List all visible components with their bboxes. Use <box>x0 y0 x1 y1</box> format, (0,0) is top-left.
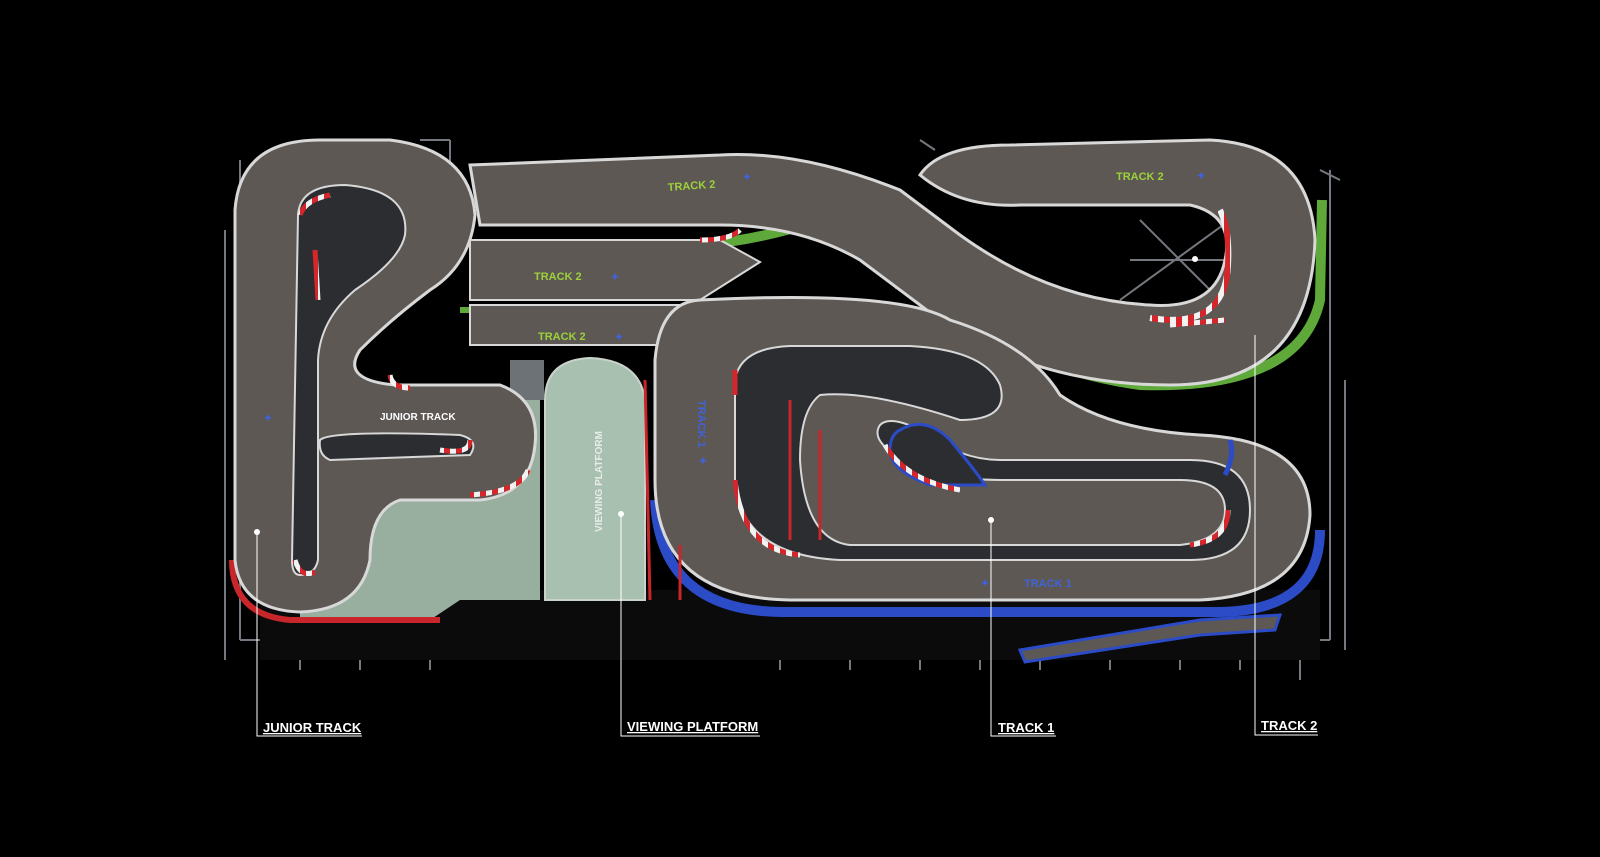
track-2-kerb <box>1149 208 1232 323</box>
viewing-platform-label: VIEWING PLATFORM <box>594 431 605 532</box>
track-1-kerb-5 <box>1169 317 1226 328</box>
track-2-leader <box>1254 335 1318 736</box>
junior-track-kerb <box>297 192 331 216</box>
junior-track-kerb-6 <box>469 468 531 498</box>
in-image-labels: TRACK 2 TRACK 2 TRACK 2 TRACK 2 JUNIOR T… <box>380 171 1164 590</box>
track-1-callout: TRACK 1 <box>998 720 1054 735</box>
track-2-label-mid: TRACK 2 <box>534 271 582 283</box>
track-1-edge-2 <box>1222 439 1235 477</box>
junior-track-infield <box>290 183 407 577</box>
track-2-dot <box>1192 256 1198 262</box>
kart-icon: ✦ <box>614 330 624 344</box>
red-poles <box>678 400 822 600</box>
junior-track-kerb-4 <box>439 439 473 454</box>
kart-icon: ✦ <box>980 576 990 590</box>
track-1-infield <box>734 345 1252 561</box>
kart-icon: ✦ <box>1196 169 1206 183</box>
track-2-surface <box>468 138 1317 387</box>
kart-icon: ✦ <box>742 170 752 184</box>
junior-track-infield-2 <box>318 432 475 462</box>
track-2-label-top: TRACK 2 <box>667 179 715 194</box>
track-2-callout: TRACK 2 <box>1261 718 1317 733</box>
junior-track-leader <box>256 532 362 737</box>
track-1-kerb-3 <box>882 443 961 493</box>
viewing-platform-callout: VIEWING PLATFORM <box>627 719 758 734</box>
track-1-leader <box>990 520 1056 737</box>
kart-icon: ✦ <box>263 411 273 425</box>
track-2-label-low: TRACK 2 <box>538 331 586 343</box>
junior-track-kerb-5 <box>292 559 316 576</box>
kart-icons: ✦ ✦ ✦ ✦ ✦ ✦ ✦ <box>263 169 1206 590</box>
callout-dots <box>254 256 1198 535</box>
track-2-kerb-2 <box>699 228 742 243</box>
viewing-platform-dot <box>618 511 624 517</box>
track-1-ramp <box>1017 613 1283 664</box>
track-1-kerb-4 <box>1189 509 1231 548</box>
kart-icon: ✦ <box>610 270 620 284</box>
track-1-loop-inner <box>888 422 988 487</box>
callout-labels: JUNIOR TRACK VIEWING PLATFORM TRACK 1 TR… <box>263 718 1317 735</box>
track-1-label-bottom: TRACK 1 <box>1024 578 1072 590</box>
track-1-edge <box>650 499 1325 617</box>
junior-track <box>229 138 538 623</box>
viewing-platform-leader <box>620 514 760 737</box>
callout-leaders <box>256 335 1318 737</box>
junior-track-dot <box>254 529 260 535</box>
kart-icon: ✦ <box>698 454 708 468</box>
track-2-straight-mid <box>469 239 762 301</box>
track-1-kerb-2 <box>732 479 801 558</box>
track-1-dot <box>988 517 994 523</box>
track-1-label-vertical: TRACK 1 <box>695 400 707 448</box>
junior-track-kerb-2 <box>312 249 321 301</box>
junior-track-edge <box>229 559 440 623</box>
junior-track-kerb-3 <box>387 374 411 391</box>
track-2-label-right: TRACK 2 <box>1116 171 1164 183</box>
junior-track-callout: JUNIOR TRACK <box>263 720 362 735</box>
junior-track-label: JUNIOR TRACK <box>380 412 456 423</box>
